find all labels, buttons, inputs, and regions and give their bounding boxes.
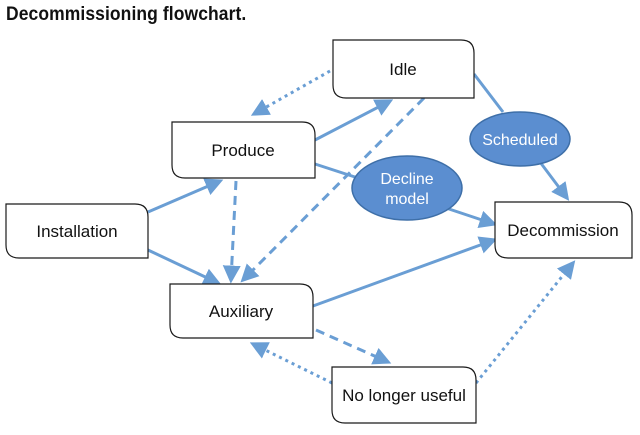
node-decommission-label: Decommission [507,221,618,240]
arrow-idle-to-auxiliary-dashed [240,96,426,283]
arrow-idle-to-scheduled [472,73,505,113]
arrow-nolongeruseful-to-auxiliary-dotted [249,342,333,385]
node-produce [171,121,316,179]
node-decommission [494,201,633,259]
arrow-produce-to-auxiliary-dashed [222,180,241,284]
arrow-nolongeruseful-to-decommission-dotted [474,260,576,384]
arrow-auxiliary-to-nolongeruseful-dashed [315,328,392,365]
arrow-auxiliary-to-decommission [312,236,498,308]
arrow-installation-to-auxiliary [147,248,222,286]
bubble-decline-model [351,155,463,221]
node-installation-label: Installation [36,222,117,241]
node-installation [5,203,149,259]
node-produce-label: Produce [211,141,274,160]
bubble-decline-model-line1: Decline [380,171,433,188]
node-idle [332,39,475,99]
arrow-produce-to-idle [314,99,394,142]
node-idle-label: Idle [389,60,416,79]
arrow-idle-to-produce-dotted [250,69,331,116]
node-no-longer-useful [331,366,477,424]
node-no-longer-useful-label: No longer useful [342,386,466,405]
diagram-title: Decommissioning flowchart. [6,4,247,25]
bubble-scheduled-label: Scheduled [482,132,558,149]
arrow-scheduled-to-decommission [538,161,570,201]
bubble-scheduled [469,111,571,167]
arrow-installation-to-produce [147,178,224,214]
node-auxiliary [169,283,314,339]
node-auxiliary-label: Auxiliary [209,302,274,321]
bubble-decline-model-line2: model [385,191,429,208]
arrow-produce-to-decline [314,162,359,180]
